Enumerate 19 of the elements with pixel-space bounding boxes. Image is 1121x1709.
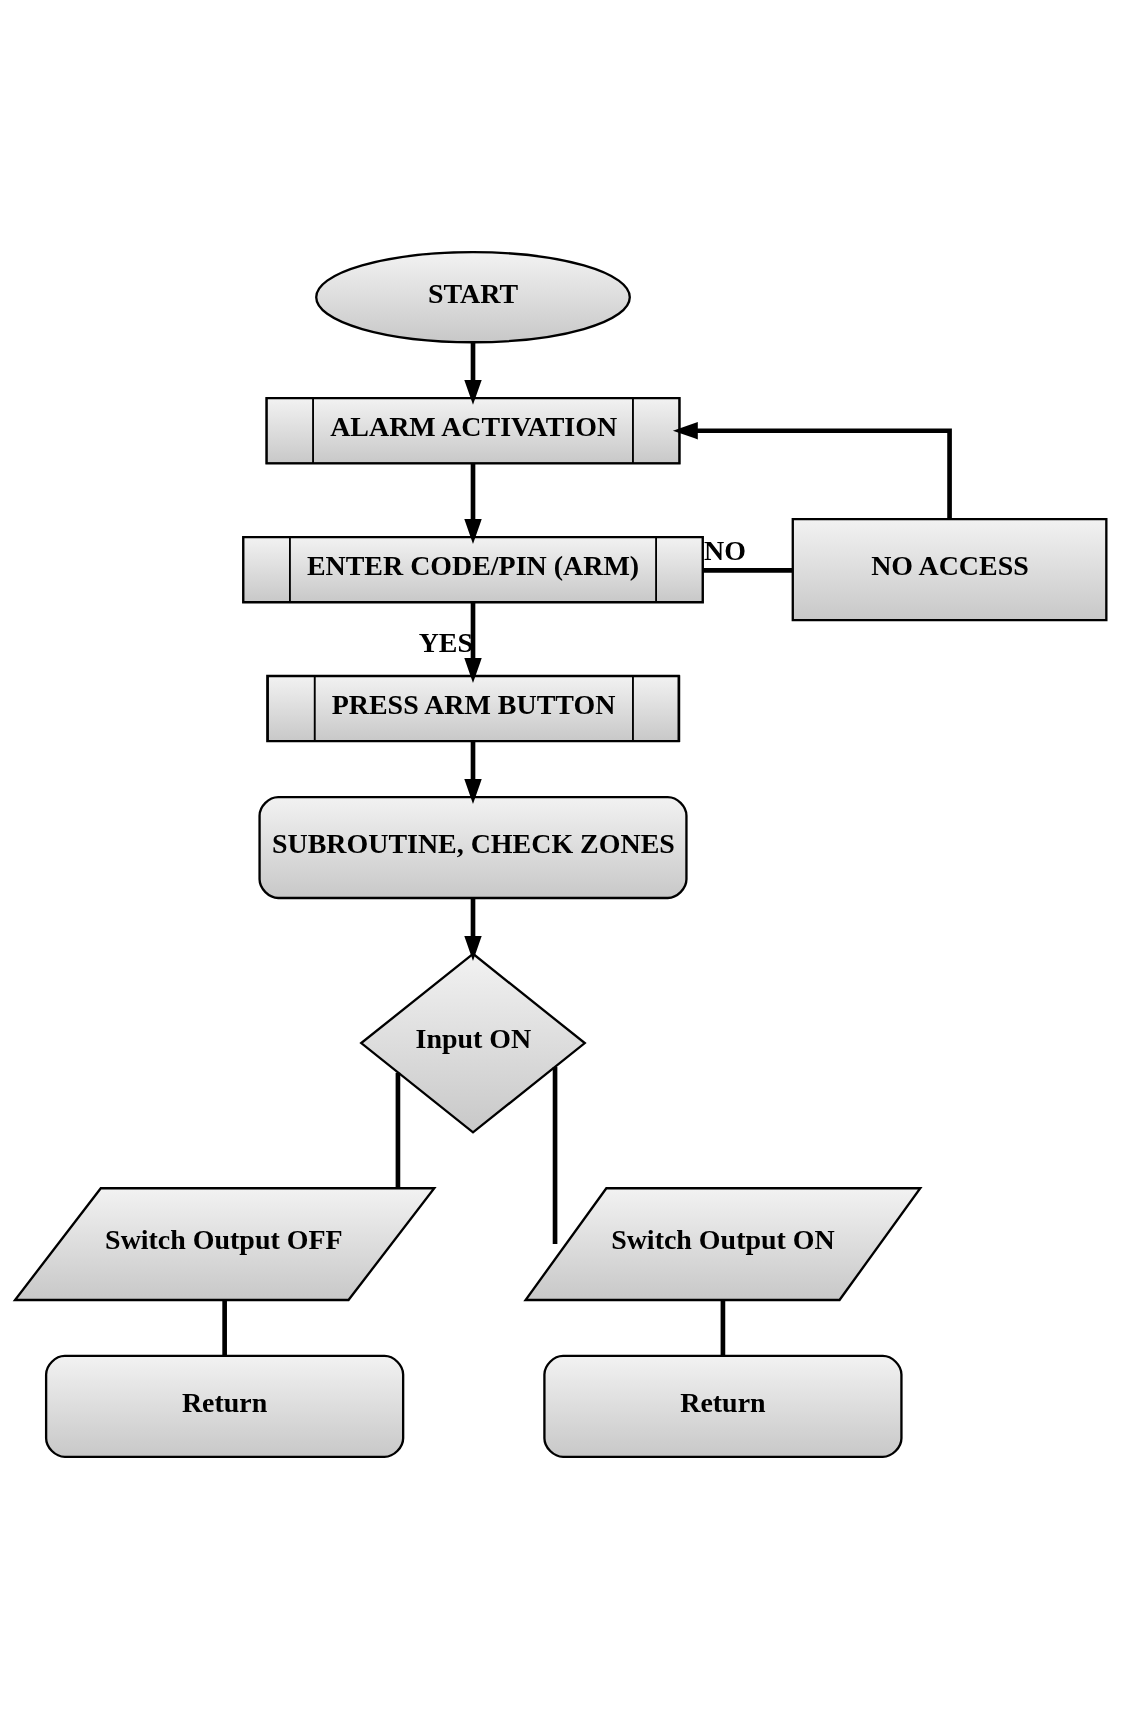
connector	[222, 1300, 227, 1356]
edge-label: NO	[704, 535, 746, 567]
arrow	[464, 898, 482, 961]
node-box: NO ACCESS	[791, 518, 1108, 622]
node-diamond: Input ON	[359, 952, 587, 1134]
arrow	[464, 463, 482, 544]
arrow	[464, 342, 482, 405]
arrow	[464, 741, 482, 804]
connector	[552, 1066, 558, 1245]
connector	[702, 568, 793, 573]
node-box: Return	[543, 1354, 903, 1458]
arrow	[672, 422, 952, 520]
arrow	[464, 602, 482, 683]
connector	[395, 1072, 401, 1189]
node-box: Return	[44, 1354, 405, 1458]
node-box: SUBROUTINE, CHECK ZONES	[258, 795, 688, 900]
node-ellipse: START	[315, 251, 631, 344]
connector	[720, 1300, 726, 1356]
edge-label: YES	[418, 627, 474, 659]
